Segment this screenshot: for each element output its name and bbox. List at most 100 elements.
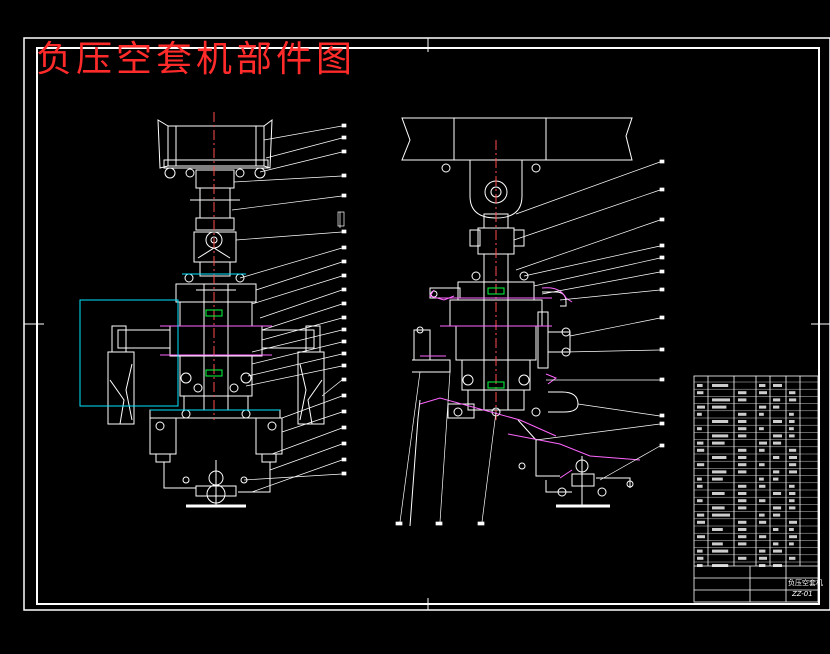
title-block-text-mark — [773, 542, 779, 546]
title-block-text-mark — [773, 506, 782, 510]
front-view — [107, 118, 325, 508]
title-block-text-mark — [712, 506, 725, 510]
title-block-rows — [694, 381, 818, 563]
title-block-text-mark — [712, 384, 729, 387]
title-block-text-mark — [697, 549, 703, 553]
title-block-text-mark — [759, 463, 765, 467]
title-block-text-mark — [738, 456, 747, 459]
title-block-text-mark — [759, 477, 764, 481]
title-block-text-mark — [697, 391, 704, 395]
title-block-text-mark — [759, 513, 765, 517]
title-block-text-mark — [789, 420, 795, 423]
title-block-text-mark — [697, 564, 703, 567]
title-block-text-mark — [697, 477, 702, 481]
title-block-text-mark — [712, 528, 723, 531]
title-block-text-mark — [759, 405, 767, 409]
title-block-text-mark — [773, 398, 781, 402]
title-block-text-mark — [773, 528, 779, 531]
title-block-text-mark — [712, 477, 723, 481]
title-block-text-mark — [738, 434, 747, 438]
title-block-text-mark — [773, 492, 782, 495]
drawing-title: 负压空套机部件图 — [36, 39, 357, 80]
title-block-text-mark — [697, 513, 705, 517]
side-view-hidden-lines — [409, 140, 641, 527]
title-block-name: 负压空套机 — [788, 579, 823, 587]
title-block-text-mark — [773, 564, 782, 567]
title-block-text-mark — [712, 441, 725, 445]
title-block — [693, 375, 819, 603]
title-block-text-mark — [712, 456, 727, 459]
title-block-text-mark — [697, 520, 705, 524]
title-block-text-mark — [789, 398, 797, 402]
title-block-text-mark — [759, 535, 767, 539]
title-block-text-mark — [789, 542, 794, 546]
title-block-text-mark — [738, 542, 747, 546]
title-block-text-mark — [773, 441, 782, 445]
title-block-text-mark — [697, 427, 702, 431]
title-block-text-mark — [712, 434, 729, 438]
title-block-text-mark — [738, 520, 747, 524]
title-block-text-mark — [738, 470, 747, 474]
title-block-text-mark — [759, 564, 766, 567]
title-block-text-mark — [789, 434, 795, 438]
title-block-text-mark — [697, 441, 704, 445]
title-block-text-mark — [773, 384, 782, 387]
title-block-text-mark — [789, 391, 796, 395]
title-block-text-mark — [789, 484, 795, 488]
title-block-text-mark — [738, 484, 747, 488]
side-view — [401, 117, 634, 508]
title-block-text-mark — [773, 549, 782, 553]
title-block-text-mark — [789, 520, 797, 524]
title-block-text-mark — [759, 520, 767, 524]
title-block-text-mark — [712, 549, 729, 553]
title-block-text-mark — [773, 470, 780, 474]
sheet-border — [23, 37, 830, 611]
title-block-text-mark — [759, 384, 766, 387]
title-block-text-mark — [697, 463, 705, 467]
title-block-text-mark — [738, 556, 747, 560]
title-block-text-mark — [738, 506, 747, 510]
title-block-text-mark — [712, 470, 727, 474]
title-block-text-mark — [712, 564, 729, 567]
title-block-text-mark — [789, 448, 797, 452]
title-block-text-mark — [789, 456, 797, 459]
title-block-text-mark — [697, 448, 705, 452]
title-block-text-mark — [789, 506, 796, 510]
title-block-text-mark — [712, 542, 723, 546]
title-block-text-mark — [697, 499, 703, 503]
front-view-leaders — [231, 123, 347, 493]
title-block-text-mark — [759, 427, 764, 431]
title-block-text-mark — [773, 456, 780, 459]
side-view-leaders — [395, 159, 665, 526]
title-block-text-mark — [738, 492, 747, 495]
title-block-text-mark — [738, 528, 747, 531]
title-block-text-mark — [712, 405, 727, 409]
title-block-text-mark — [697, 384, 703, 387]
front-view-hidden-lines — [79, 112, 280, 420]
title-block-text-mark — [738, 499, 747, 503]
title-block-text-mark — [738, 448, 747, 452]
title-block-text-mark — [697, 535, 705, 539]
title-block-text-mark — [759, 391, 767, 395]
title-block-text-mark — [738, 463, 747, 467]
title-block-text-mark — [697, 556, 704, 560]
title-block-text-mark — [789, 470, 797, 474]
title-block-text-mark — [789, 556, 796, 560]
title-block-text-mark — [789, 412, 794, 416]
title-block-text-mark — [789, 499, 795, 503]
title-block-text-marks — [697, 384, 797, 567]
title-block-text-mark — [759, 549, 766, 553]
title-block-text-mark — [789, 427, 794, 431]
title-block-text-mark — [697, 484, 703, 488]
title-block-text-mark — [789, 535, 797, 539]
title-block-text-mark — [789, 528, 794, 531]
title-block-text-mark — [773, 420, 782, 423]
title-block-text-mark — [773, 477, 779, 481]
title-block-text-mark — [738, 420, 747, 423]
title-block-text-mark — [738, 427, 747, 431]
title-block-text-mark — [697, 405, 705, 409]
title-block-text-mark — [738, 412, 747, 416]
title-block-text-mark — [697, 412, 702, 416]
title-block-text-mark — [759, 499, 766, 503]
